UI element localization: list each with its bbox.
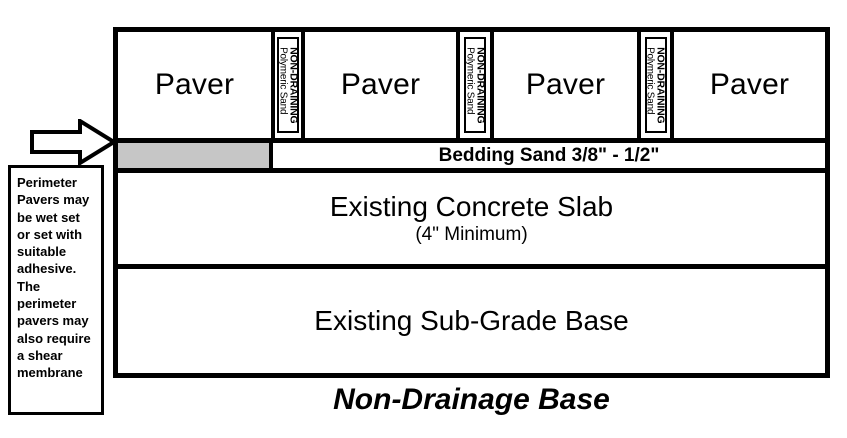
sand-joint-subtitle: Polymeric Sand — [645, 46, 657, 115]
paver-label: Paver — [525, 68, 606, 101]
bedding-sand-main: Bedding Sand 3/8" - 1/2" — [273, 143, 825, 168]
concrete-slab-thickness-note: (4" Minimum) — [415, 224, 528, 246]
sand-joint-title: NON-DRAINING — [654, 46, 667, 124]
paver-block-2: Paver — [305, 32, 460, 138]
sand-joint-subtitle: Polymeric Sand — [464, 46, 476, 115]
diagram-caption: Non-Drainage Base — [333, 383, 610, 416]
sand-joint-inner: NON-DRAINING Polymeric Sand — [644, 37, 667, 133]
paver-label: Paver — [709, 68, 790, 101]
callout-arrow-icon — [30, 117, 118, 167]
paver-block-4: Paver — [674, 32, 825, 138]
perimeter-paver-callout-text: Perimeter Pavers may be wet set or set w… — [17, 175, 91, 381]
polymeric-sand-joint-3: NON-DRAINING Polymeric Sand — [641, 32, 674, 138]
paver-course-row: Paver NON-DRAINING Polymeric Sand Paver … — [118, 32, 825, 138]
bedding-sand-layer: Bedding Sand 3/8" - 1/2" — [118, 138, 825, 173]
cross-section-diagram: Paver NON-DRAINING Polymeric Sand Paver … — [113, 27, 830, 378]
sand-joint-vertical-text: NON-DRAINING Polymeric Sand — [464, 46, 487, 124]
polymeric-sand-joint-2: NON-DRAINING Polymeric Sand — [460, 32, 494, 138]
perimeter-paver-callout: Perimeter Pavers may be wet set or set w… — [8, 165, 104, 415]
sand-joint-title: NON-DRAINING — [474, 46, 487, 124]
paver-block-1: Paver — [118, 32, 275, 138]
sand-joint-inner: NON-DRAINING Polymeric Sand — [277, 37, 299, 133]
sand-joint-subtitle: Polymeric Sand — [277, 46, 289, 115]
paver-block-3: Paver — [494, 32, 641, 138]
sand-joint-title: NON-DRAINING — [287, 46, 300, 124]
concrete-slab-title: Existing Concrete Slab — [329, 190, 614, 222]
paver-label: Paver — [154, 68, 235, 101]
perimeter-bedding-segment — [118, 143, 273, 168]
sand-joint-vertical-text: NON-DRAINING Polymeric Sand — [645, 46, 667, 124]
sand-joint-vertical-text: NON-DRAINING Polymeric Sand — [277, 46, 300, 124]
bedding-sand-label: Bedding Sand 3/8" - 1/2" — [438, 144, 660, 166]
concrete-slab-layer: Existing Concrete Slab (4" Minimum) — [118, 173, 825, 269]
sub-grade-base-layer: Existing Sub-Grade Base — [118, 269, 825, 373]
paver-label: Paver — [340, 68, 421, 101]
sub-grade-base-title: Existing Sub-Grade Base — [314, 305, 629, 336]
sand-joint-inner: NON-DRAINING Polymeric Sand — [464, 37, 486, 133]
polymeric-sand-joint-1: NON-DRAINING Polymeric Sand — [275, 32, 305, 138]
